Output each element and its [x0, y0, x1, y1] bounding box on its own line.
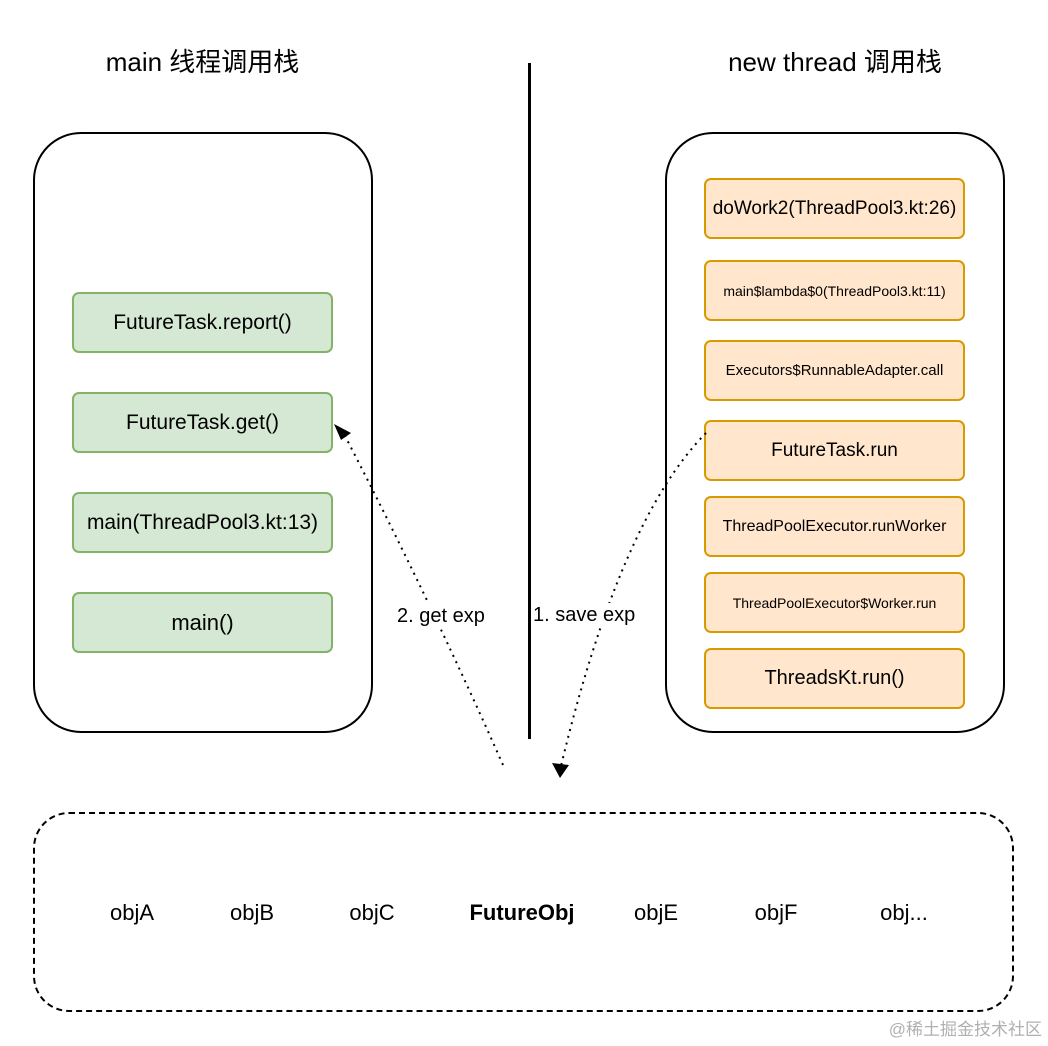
heap-object-futureobj: FutureObj [469, 900, 575, 925]
thread-frame-worker-run: ThreadPoolExecutor$Worker.run [704, 572, 965, 633]
save-exp-arrowhead [552, 763, 569, 778]
thread-frame-futuretask-run: FutureTask.run [704, 420, 965, 481]
heap-container [33, 812, 1014, 1012]
heap-object-objc: objC [349, 900, 395, 925]
thread-frame-run-worker: ThreadPoolExecutor.runWorker [704, 496, 965, 557]
watermark: @稀土掘金技术社区 [888, 1020, 1042, 1039]
thread-frame-runnable-adapter-call: Executors$RunnableAdapter.call [704, 340, 965, 401]
heap-object-obja: objA [109, 900, 155, 925]
heap-object-obje: objE [633, 900, 679, 925]
main-frame-main: main() [72, 592, 333, 653]
thread-frame-main-lambda: main$lambda$0(ThreadPool3.kt:11) [704, 260, 965, 321]
divider-line [528, 63, 531, 739]
new-thread-stack-title: new thread 调用栈 [728, 47, 942, 77]
main-frame-main-threadpool3: main(ThreadPool3.kt:13) [72, 492, 333, 553]
main-frame-futuretask-get: FutureTask.get() [72, 392, 333, 453]
get-exp-arrowhead [334, 424, 351, 440]
save-exp-arrow [560, 432, 707, 767]
get-exp-arrow [342, 431, 504, 766]
thread-frame-dowork2: doWork2(ThreadPool3.kt:26) [704, 178, 965, 239]
heap-object-objf: objF [754, 900, 798, 925]
thread-frame-threadskt-run: ThreadsKt.run() [704, 648, 965, 709]
get-exp-label: 2. get exp [397, 604, 485, 628]
save-exp-label: 1. save exp [533, 603, 636, 627]
heap-object-objb: objB [229, 900, 275, 925]
heap-object-more: obj... [880, 900, 928, 925]
main-frame-futuretask-report: FutureTask.report() [72, 292, 333, 353]
main-stack-title: main 线程调用栈 [105, 47, 300, 77]
